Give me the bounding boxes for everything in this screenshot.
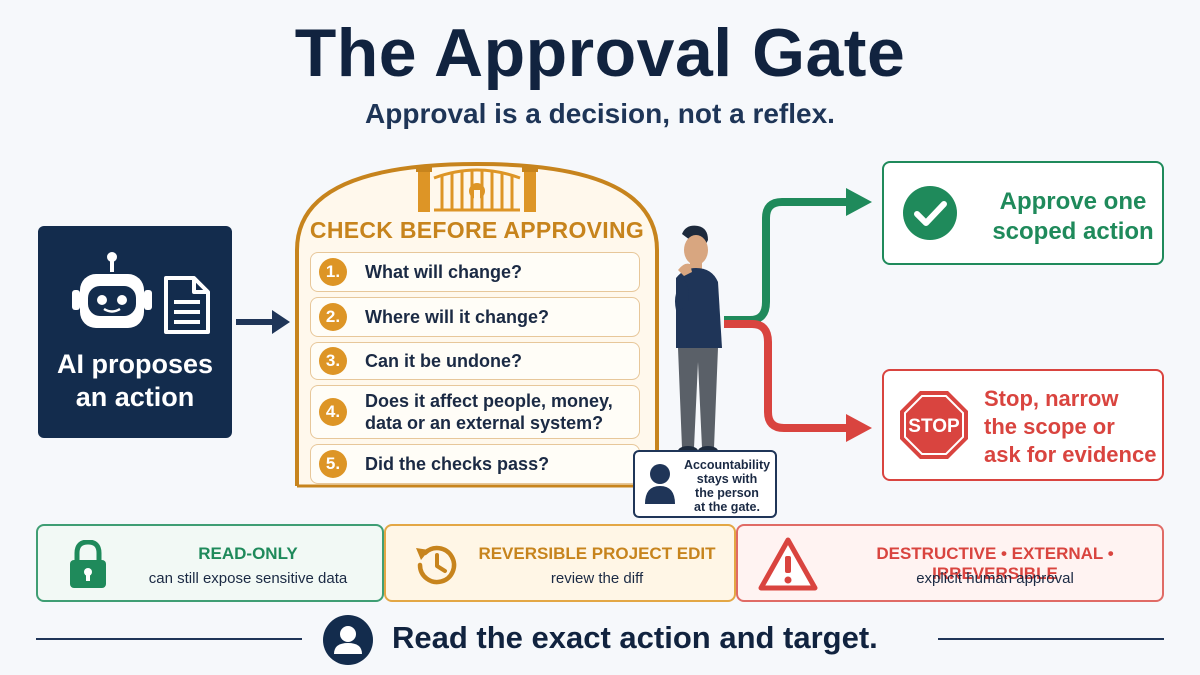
acct-line3: the person (695, 486, 759, 500)
check-text: Did the checks pass? (365, 454, 550, 474)
risk-title: REVERSIBLE PROJECT EDIT (478, 544, 716, 563)
acct-line1: Accountability (683, 458, 771, 472)
ai-proposes-label: AI proposes an action (38, 348, 232, 414)
robot-icon (72, 252, 152, 328)
risk-subtitle: explicit human approval (916, 570, 1074, 587)
person-icon (645, 464, 675, 504)
risk-subtitle: review the diff (550, 570, 644, 587)
history-icon (416, 545, 457, 585)
footer-divider-left (36, 638, 302, 640)
gate-heading: CHECK BEFORE APPROVING (309, 217, 645, 243)
check-text: Can it be undone? (365, 351, 522, 371)
risk-read-only: READ-ONLY can still expose sensitive dat… (36, 524, 384, 602)
footer-message: Read the exact action and target. (392, 620, 878, 655)
person-icon (675, 225, 722, 456)
risk-subtitle: can still expose sensitive data (148, 570, 348, 587)
check-number: 2. (319, 303, 347, 331)
check-item: 2. Where will it change? (310, 297, 640, 337)
footer-divider-right (938, 638, 1164, 640)
risk-reversible: REVERSIBLE PROJECT EDIT review the diff (384, 524, 736, 602)
check-text: What will change? (365, 262, 523, 282)
accountability-text: Accountability stays with the person at … (679, 458, 775, 514)
user-icon (323, 615, 373, 665)
approve-text: Approve one scoped action (988, 187, 1158, 247)
approve-outcome-card: Approve one scoped action (882, 161, 1164, 265)
gate-icon (416, 166, 538, 212)
approve-line2: scoped action (992, 218, 1154, 245)
check-number: 1. (319, 258, 347, 286)
lock-icon (70, 540, 106, 588)
check-number: 3. (319, 347, 347, 375)
document-icon (164, 276, 210, 334)
page-title: The Approval Gate (294, 15, 906, 91)
acct-line2: stays with (696, 472, 758, 486)
check-number: 4. (319, 398, 347, 426)
stop-line3: ask for evidence (984, 442, 1157, 467)
risk-destructive: DESTRUCTIVE • EXTERNAL • IRREVERSIBLE ex… (736, 524, 1164, 602)
accountability-note: Accountability stays with the person at … (633, 450, 777, 518)
check-text: Does it affect people, money, data or an… (365, 391, 613, 433)
check-number: 5. (319, 450, 347, 478)
ai-label-line2: an action (75, 382, 195, 412)
ai-proposes-card: AI proposes an action (38, 226, 232, 438)
approve-line1: Approve one (999, 188, 1147, 215)
risk-title: DESTRUCTIVE • EXTERNAL • IRREVERSIBLE (876, 544, 1114, 583)
stop-sign-text: STOP (908, 416, 960, 437)
check-text: Where will it change? (365, 307, 550, 327)
check-item: 1. What will change? (310, 252, 640, 292)
stop-text: Stop, narrow the scope or ask for eviden… (984, 385, 1160, 469)
ai-label-line1: AI proposes (56, 349, 214, 379)
check-item: 4. Does it affect people, money, data or… (310, 385, 640, 439)
warning-icon (758, 537, 818, 591)
checkmark-icon (903, 186, 957, 240)
risk-title: READ-ONLY (198, 544, 298, 563)
stop-branch-arrow (724, 320, 872, 442)
arrow-to-gate (236, 310, 290, 334)
check-item: 3. Can it be undone? (310, 342, 640, 380)
page-subtitle: Approval is a decision, not a reflex. (365, 98, 835, 129)
approve-branch-arrow (724, 188, 872, 324)
check-item: 5. Did the checks pass? (310, 444, 640, 484)
stop-line2: the scope or (984, 414, 1115, 439)
stop-sign-icon: STOP (900, 391, 968, 459)
stop-outcome-card: STOP Stop, narrow the scope or ask for e… (882, 369, 1164, 481)
stop-line1: Stop, narrow (984, 386, 1119, 411)
acct-line4: at the gate. (694, 500, 760, 514)
